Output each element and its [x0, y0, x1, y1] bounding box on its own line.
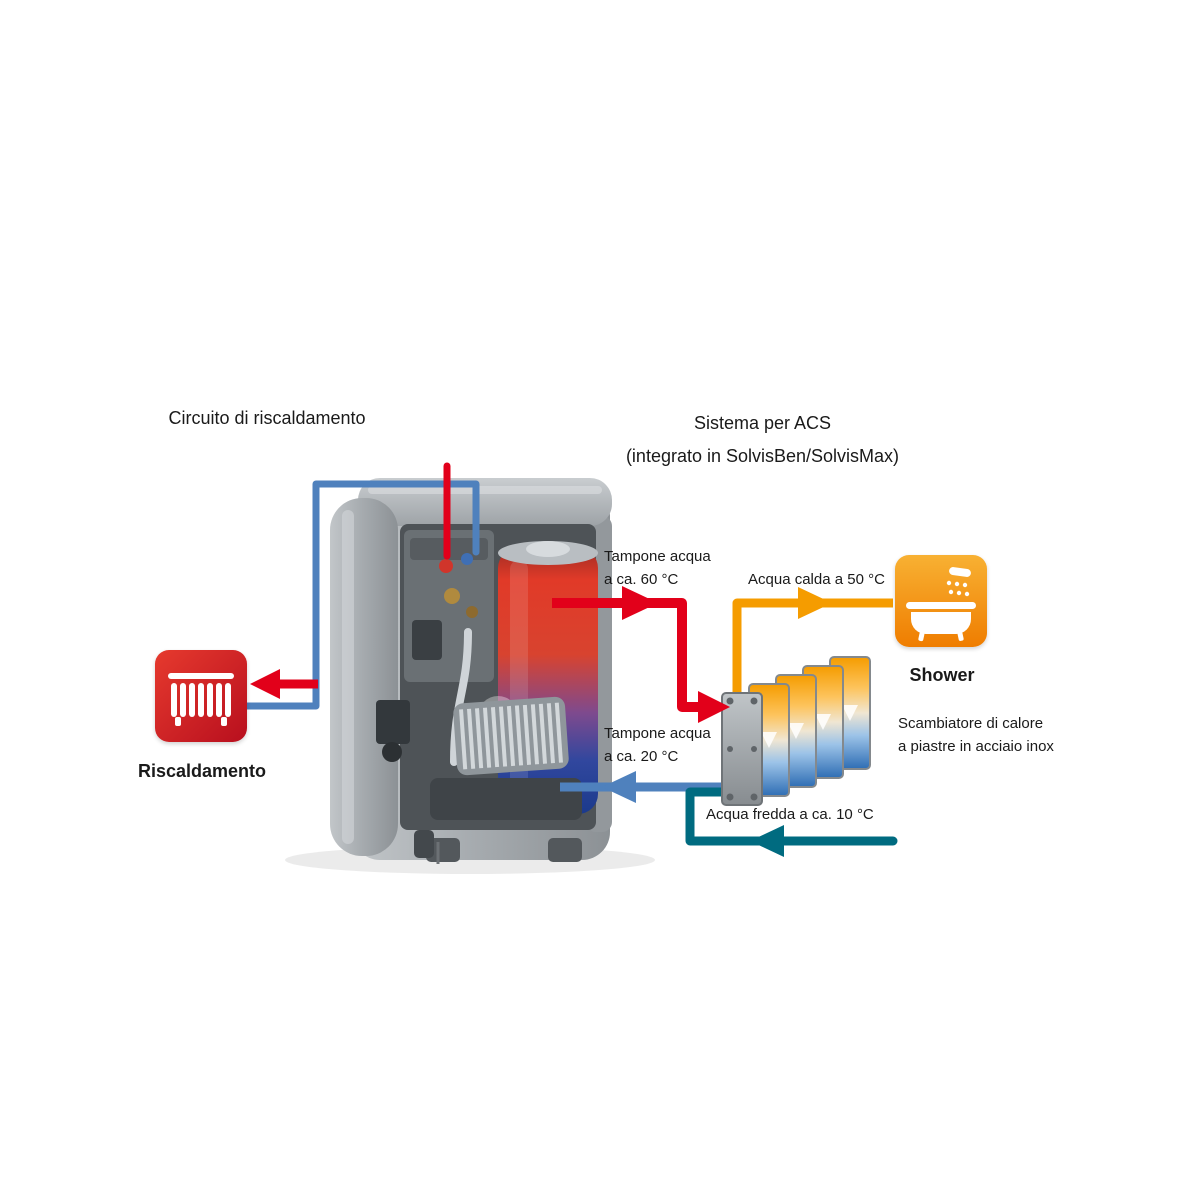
- heating-circuit-pipes: [243, 462, 480, 710]
- exchanger-label: Scambiatore di calore a piastre in accia…: [898, 715, 1054, 756]
- flow-label-buffer-hot: Tampone acqua a ca. 60 °C: [604, 548, 711, 589]
- acs-system-subtitle: (integrato in SolvisBen/SolvisMax): [625, 446, 900, 466]
- shower-glyph: [906, 567, 976, 642]
- flow-pipes: [552, 598, 898, 846]
- heat-exchanger-illustration: [721, 656, 871, 806]
- flow-arrowheads: [602, 586, 832, 857]
- radiator-glyph: [168, 673, 234, 726]
- shower-label: Shower: [909, 665, 975, 685]
- heating-circuit-title: Circuito di riscaldamento: [168, 408, 366, 428]
- radiator-icon: [155, 650, 247, 742]
- radiator-label: Riscaldamento: [137, 761, 267, 781]
- flow-label-buffer-return: Tampone acqua a ca. 20 °C: [604, 725, 711, 766]
- shower-icon: [895, 555, 987, 647]
- flow-label-hot-water: Acqua calda a 50 °C: [748, 571, 885, 588]
- flow-label-cold-water: Acqua fredda a ca. 10 °C: [706, 806, 874, 823]
- acs-system-title: Sistema per ACS: [693, 413, 832, 433]
- storage-unit-illustration: [285, 478, 655, 874]
